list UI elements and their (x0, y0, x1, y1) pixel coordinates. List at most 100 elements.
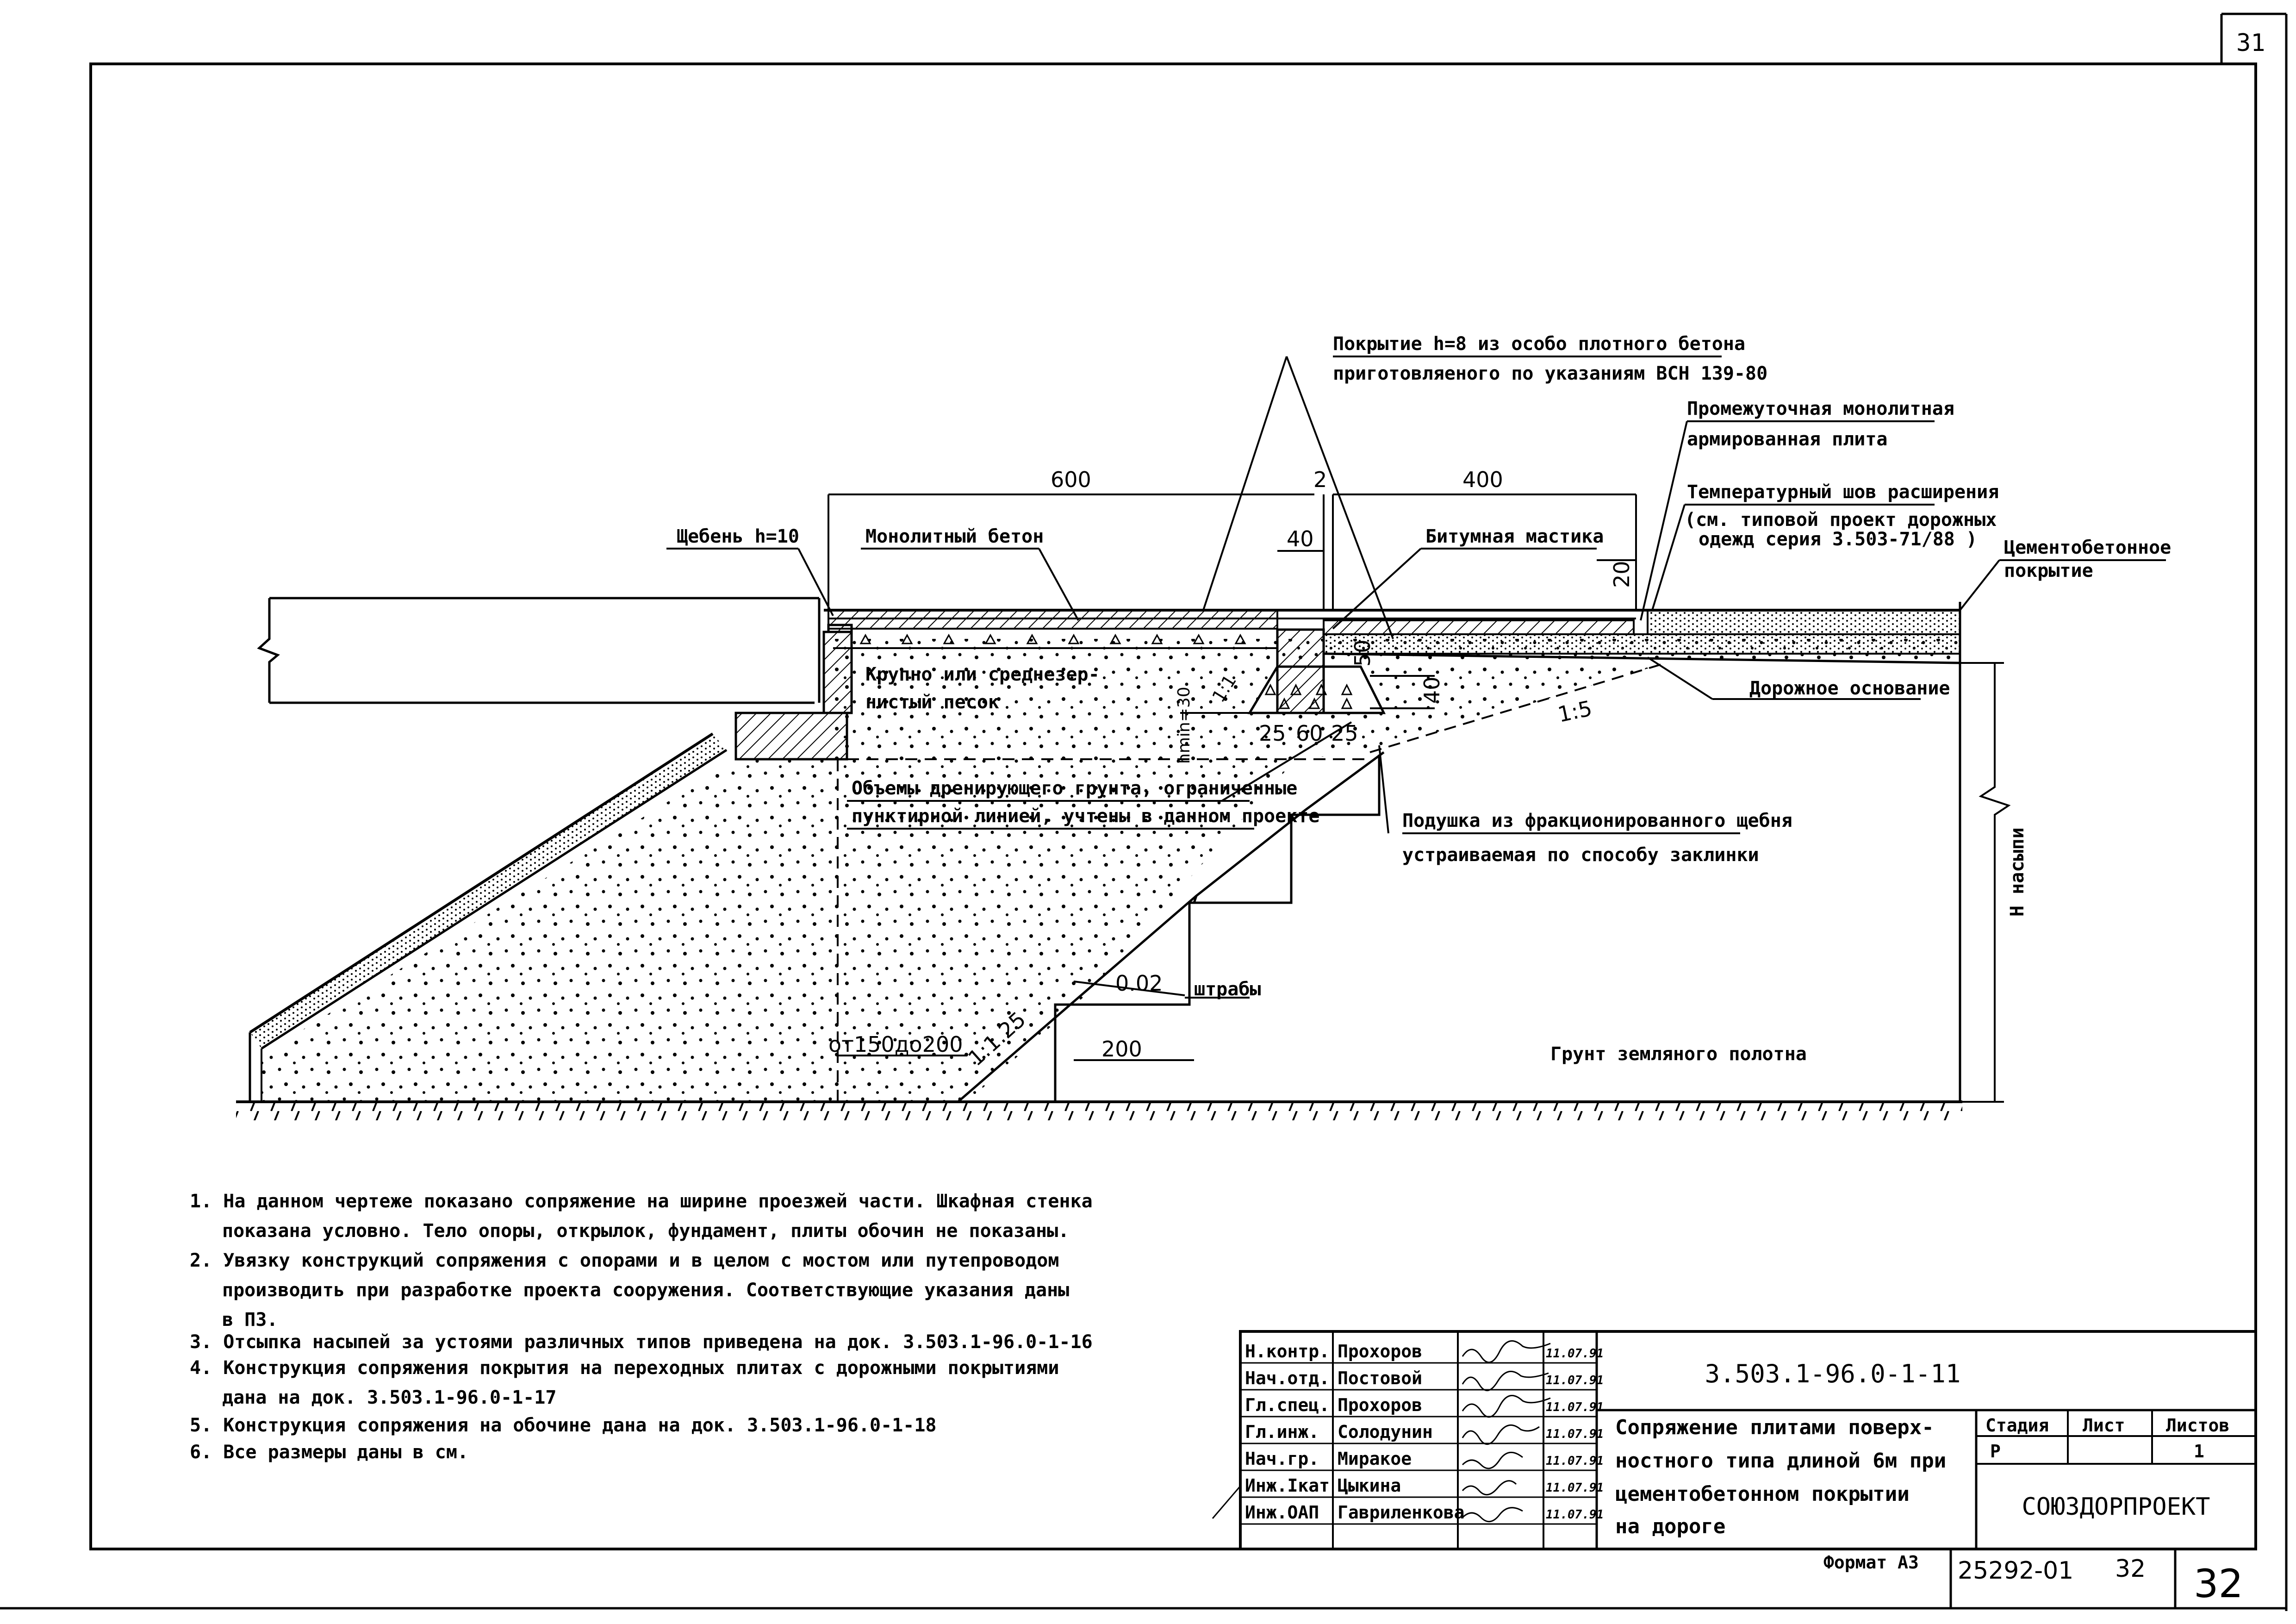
note-line: 2. Увязку конструкций сопряжения с опора… (190, 1250, 1059, 1271)
note-line: 3. Отсыпка насыпей за устоями различных … (190, 1331, 1093, 1353)
date-label: 11.07.91 (1546, 1427, 1604, 1441)
dim-400: 400 (1462, 467, 1503, 492)
dim-2: 2 (1313, 467, 1327, 492)
doc-code: 3.503.1-96.0-1-11 (1705, 1359, 1961, 1388)
date-label: 11.07.91 (1546, 1347, 1604, 1361)
label-temp-joint-3: одежд серия 3.503-71/88 ) (1699, 529, 1977, 550)
dim-25a: 25 (1259, 721, 1286, 746)
label-bitumen-mastic: Битумная мастика (1425, 526, 1604, 547)
sand-backfill (261, 648, 1370, 1102)
title-line: Сопряжение плитами поверх- (1615, 1416, 1934, 1439)
date-label: 11.07.91 (1546, 1481, 1604, 1495)
dimension-lines (828, 493, 1637, 1061)
signature-rows: Н.контр. Прохоров 11.07.91 Нач.отд. Пост… (1245, 1341, 1604, 1523)
label-cement-concrete-2: покрытие (2004, 560, 2093, 581)
embankment-height-dimension (1960, 662, 2011, 1103)
role-label: Гл.спец. (1245, 1395, 1330, 1415)
sheet-number: 32 (2194, 1561, 2243, 1606)
date-label: 11.07.91 (1546, 1508, 1604, 1522)
role-label: Нач.гр. (1245, 1449, 1319, 1469)
label-cushion: Подушка из фракционированного щебня (1402, 810, 1792, 831)
archive-page: 32 (2115, 1555, 2146, 1583)
title-block-grid (1212, 1330, 2257, 1608)
label-cushion-2: устраиваемая по способу заклинки (1402, 844, 1759, 866)
note-line: дана на док. 3.503.1-96.0-1-17 (222, 1387, 556, 1408)
signature-scribbles (1462, 1340, 1551, 1523)
dim-hmin: hmin=30 (1175, 687, 1194, 764)
format-label: Формат А3 (1823, 1552, 1919, 1573)
crushed-stone-cushion (1247, 628, 1386, 714)
stage-header: Стадия (1985, 1415, 2049, 1436)
embankment-height-label: H насыпи (2007, 827, 2028, 917)
drainage-boundary (837, 662, 1667, 1102)
date-label: 11.07.91 (1546, 1374, 1604, 1387)
label-road-base: Дорожное основание (1749, 678, 1950, 699)
title-line: на дороге (1615, 1515, 1725, 1538)
dim-20: 20 (1609, 561, 1634, 588)
sheets-value: 1 (2194, 1441, 2204, 1462)
name-label: Постовой (1338, 1368, 1422, 1388)
note-line: в ПЗ. (222, 1309, 278, 1330)
note-line: 5. Конструкция сопряжения на обочине дан… (190, 1415, 937, 1436)
bridge-span (257, 597, 821, 704)
note-line: 1. На данном чертеже показано сопряжение… (190, 1191, 1093, 1212)
label-temp-joint-2: (см. типовой проект дорожных (1685, 509, 1997, 531)
dim-25b: 25 (1331, 721, 1358, 746)
note-line: 6. Все размеры даны в см. (190, 1442, 468, 1463)
drawing-labels: Покрытие h=8 из особо плотного бетона пр… (677, 333, 2171, 1065)
label-intermediate-slab: Промежуточная монолитная (1687, 398, 1954, 419)
role-label: Гл.инж. (1245, 1422, 1319, 1442)
note-line: 4. Конструкция сопряжения покрытия на пе… (190, 1357, 1059, 1379)
label-coating-2: приготовляеного по указаниям ВСН 139-80 (1333, 363, 1767, 384)
title-block-text: 3.503.1-96.0-1-11 Сопряжение плитами пов… (1615, 1359, 2243, 1606)
name-label: Миракое (1338, 1449, 1412, 1469)
ground-hatch (236, 1103, 1962, 1120)
dim-grade: 0.02 (1115, 971, 1163, 996)
label-benches: штрабы (1194, 979, 1261, 1000)
title-line: ностного типа длиной 6м при (1615, 1449, 1946, 1473)
label-temp-joint: Температурный шов расширения (1687, 481, 1999, 503)
note-line: показана условно. Тело опоры, открылок, … (222, 1220, 1069, 1242)
dim-200: 200 (1101, 1037, 1142, 1062)
crushed-stone-triangles (859, 633, 1246, 644)
label-intermediate-slab-2: армированная плита (1687, 429, 1887, 450)
name-label: Прохоров (1338, 1341, 1422, 1362)
label-cement-concrete: Цементобетонное (2004, 537, 2171, 558)
embankment-slope (249, 732, 728, 1102)
role-label: Нач.отд. (1245, 1368, 1330, 1388)
name-label: Гавриленкова (1338, 1502, 1465, 1523)
corner-number: 31 (2236, 29, 2265, 57)
dim-60: 60 (1296, 721, 1323, 746)
dim-50: 50 (1350, 639, 1375, 667)
title-line: цементобетонном покрытии (1615, 1482, 1910, 1506)
label-drainage-volume-2: пунктирной линией, учтены в данном проек… (852, 806, 1319, 827)
role-label: Инж.Iкат (1245, 1475, 1330, 1496)
pavement-layers (824, 602, 1961, 664)
dim-slope-1-5: 1:5 (1556, 696, 1594, 727)
sheet-frame (0, 12, 2288, 1611)
label-coating: Покрытие h=8 из особо плотного бетона (1333, 333, 1745, 355)
label-crushed-stone: Щебень h=10 (677, 526, 799, 547)
dim-600: 600 (1051, 467, 1091, 492)
label-sand-2: нистый песок (865, 692, 999, 713)
leader-lines (666, 356, 2166, 999)
name-label: Солодунин (1338, 1422, 1433, 1442)
name-label: Прохоров (1338, 1395, 1422, 1415)
date-label: 11.07.91 (1546, 1400, 1604, 1414)
label-drainage-volume: Объемы дренирующего грунта, ограниченные (852, 778, 1297, 799)
archive-number: 25292-01 (1958, 1557, 2073, 1585)
dim-40b: 40 (1419, 676, 1444, 704)
notes: 1. На данном чертеже показано сопряжение… (190, 1191, 1093, 1463)
name-label: Цыкина (1338, 1475, 1401, 1496)
sheet-header: Лист (2083, 1415, 2125, 1436)
label-range: от150до200 (828, 1032, 963, 1057)
label-subgrade-soil: Грунт земляного полотна (1550, 1043, 1807, 1065)
date-label: 11.07.91 (1546, 1454, 1604, 1468)
abutment-wall (734, 624, 853, 761)
upper-sand-layer (833, 639, 1960, 752)
sheets-header: Листов (2166, 1415, 2229, 1436)
label-monolithic-concrete: Монолитный бетон (865, 526, 1044, 547)
dim-40a: 40 (1287, 526, 1314, 551)
organization: СОЮЗДОРПРОЕКТ (2022, 1493, 2210, 1521)
